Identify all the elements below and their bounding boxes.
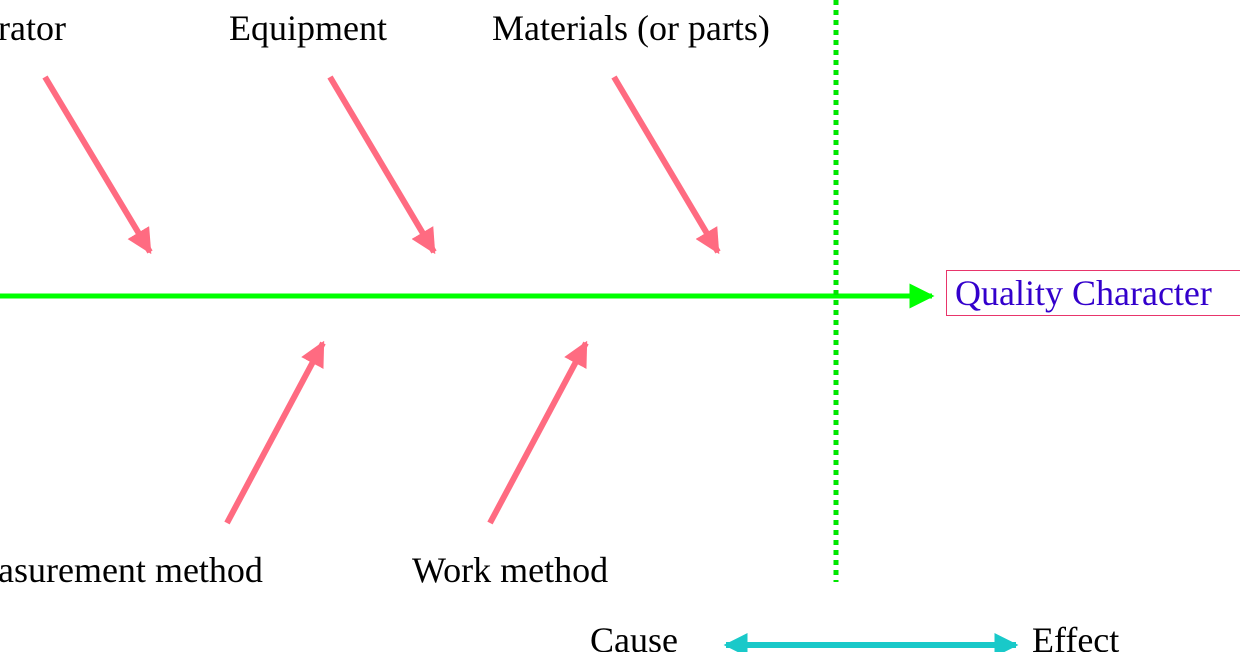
label-operator: rator (0, 8, 66, 48)
label-materials: Materials (or parts) (492, 8, 770, 48)
label-measurement-method: asurement method (0, 550, 263, 590)
bone-measurement-arrow (224, 340, 326, 525)
bone-materials-arrow (611, 75, 721, 255)
bone-operator-arrow (42, 75, 153, 255)
label-work-method: Work method (412, 550, 609, 590)
label-effect: Effect (1032, 620, 1120, 652)
bone-work-method-arrow (487, 340, 589, 525)
quality-characteristic-box: Quality Character (946, 270, 1240, 316)
label-cause: Cause (590, 620, 678, 652)
label-quality-characteristic: Quality Character (955, 273, 1212, 313)
label-equipment: Equipment (229, 8, 387, 48)
bone-equipment-arrow (327, 75, 437, 255)
